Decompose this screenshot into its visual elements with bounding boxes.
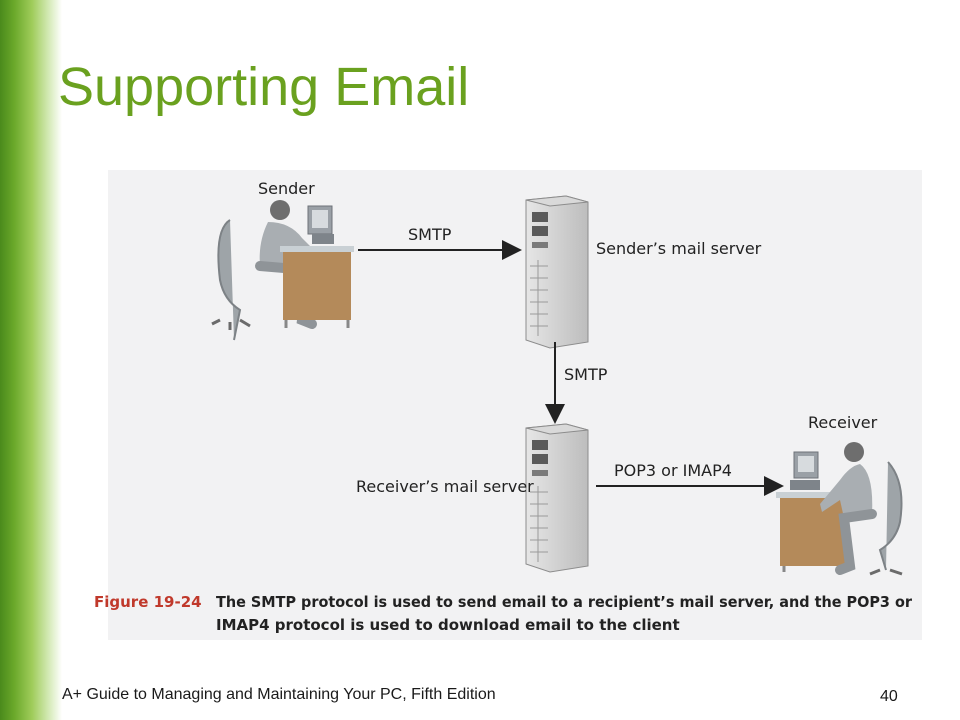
sender-label: Sender	[258, 179, 315, 198]
smtp-label-1: SMTP	[408, 225, 452, 244]
email-flow-figure: Sender SMTP Sender’s mail server SMTP	[94, 170, 922, 640]
page-number: 40	[880, 688, 898, 705]
receiver-mail-server-icon	[525, 423, 589, 573]
receiver-workstation-icon	[776, 442, 903, 576]
email-flow-diagram: Sender SMTP Sender’s mail server SMTP	[94, 179, 913, 634]
sender-mail-server-icon	[525, 195, 589, 349]
side-accent-bar	[0, 0, 62, 720]
receiver-mail-server-label: Receiver’s mail server	[356, 477, 534, 496]
footer-book-title: A+ Guide to Managing and Maintaining You…	[62, 686, 496, 703]
receiver-label: Receiver	[808, 413, 878, 432]
smtp-label-2: SMTP	[564, 365, 608, 384]
sender-workstation-icon	[211, 200, 354, 341]
pop3-imap4-label: POP3 or IMAP4	[614, 461, 732, 480]
slide-title: Supporting Email	[58, 57, 470, 117]
sender-mail-server-label: Sender’s mail server	[596, 239, 762, 258]
caption-line-2: IMAP4 protocol is used to download email…	[216, 616, 680, 634]
figure-number: Figure 19-24	[94, 593, 202, 611]
caption-line-1: The SMTP protocol is used to send email …	[216, 593, 913, 611]
